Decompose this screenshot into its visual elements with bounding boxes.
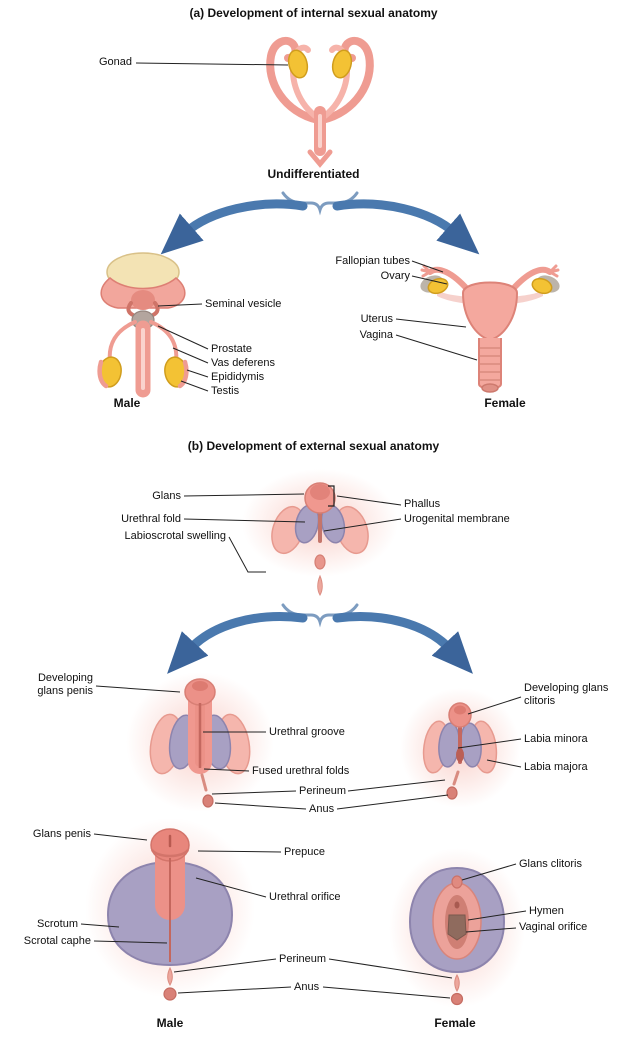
- label-epididymis: Epididymis: [211, 371, 265, 383]
- label-glans-clitoris: Glans clitoris: [519, 858, 582, 870]
- label-fused-urethral-folds: Fused urethral folds: [252, 765, 350, 777]
- divergence-arrows-external: [167, 603, 473, 674]
- ovary-left: [427, 277, 449, 295]
- fallopian-tube-right: [509, 266, 553, 293]
- label-anus-final: Anus: [294, 981, 320, 993]
- arrow-to-male-internal: [160, 199, 308, 255]
- label-prostate: Prostate: [211, 343, 252, 355]
- label-fallopian-tubes: Fallopian tubes: [335, 255, 410, 267]
- prepuce-ridge: [151, 849, 189, 858]
- anus-intermediate-male: [202, 794, 214, 808]
- phallus-bracket: [328, 485, 335, 507]
- label-scrotal-raphe: Scrotal caphe: [23, 935, 91, 947]
- leader-lines: [80, 62, 527, 999]
- anus-final-female: [450, 992, 464, 1006]
- ovary-right: [531, 277, 553, 295]
- undifferentiated-internal-illustration: [266, 36, 374, 168]
- label-vagina: Vagina: [359, 329, 393, 341]
- label-glans-penis: Glans penis: [32, 828, 91, 840]
- vas-deferens-right: [149, 320, 179, 364]
- label-gonad: Gonad: [98, 56, 132, 68]
- female-internal-illustration: [420, 264, 560, 393]
- hymen-shape: [447, 914, 467, 941]
- caption-male-external: Male: [156, 1016, 184, 1030]
- final-male-external-illustration: [85, 818, 255, 1001]
- label-prepuce: Prepuce: [284, 846, 325, 858]
- gonad-right: [331, 49, 353, 79]
- arrow-to-female-internal: [332, 199, 480, 255]
- divergence-arrows-internal: [160, 191, 480, 255]
- perineum-raphe: [200, 773, 208, 792]
- caption-undifferentiated: Undifferentiated: [267, 167, 360, 181]
- label-urethral-orifice: Urethral orifice: [269, 891, 341, 903]
- label-vas-deferens: Vas deferens: [211, 357, 276, 369]
- label-perineum-intermediate: Perineum: [299, 785, 347, 797]
- label-seminal-vesicle: Seminal vesicle: [205, 298, 282, 310]
- panel-b-title: (b) Development of external sexual anato…: [187, 439, 440, 453]
- label-scrotum: Scrotum: [37, 918, 78, 930]
- anus-intermediate-female: [446, 786, 458, 800]
- gonad-left: [287, 49, 309, 79]
- label-hymen: Hymen: [529, 905, 564, 917]
- anus-final-male: [163, 987, 177, 1001]
- label-perineum-final: Perineum: [279, 953, 327, 965]
- caption-male-internal: Male: [113, 396, 141, 410]
- panel-a-title: (a) Development of internal sexual anato…: [189, 6, 438, 20]
- label-ovary: Ovary: [380, 270, 410, 282]
- label-uterus: Uterus: [360, 313, 393, 325]
- label-testis: Testis: [211, 385, 240, 397]
- male-internal-illustration: [97, 252, 189, 398]
- epididymis-left: [97, 359, 109, 389]
- label-labioscrotal-swelling: Labioscrotal swelling: [124, 530, 227, 542]
- label-urethral-fold: Urethral fold: [121, 513, 181, 525]
- epididymis-right: [177, 359, 189, 389]
- caption-female-internal: Female: [484, 396, 526, 410]
- arrow-to-female-external: [332, 612, 473, 674]
- label-phallus: Phallus: [404, 498, 441, 510]
- intermediate-male-external-illustration: [126, 672, 274, 812]
- label-labia-minora: Labia minora: [524, 733, 588, 745]
- seminal-vesicles: [126, 301, 160, 317]
- label-developing-glans-clitoris: Developing glans clitoris: [524, 682, 609, 707]
- undifferentiated-external-illustration: [242, 469, 398, 596]
- fallopian-tube-left: [427, 266, 471, 293]
- label-glans: Glans: [152, 490, 181, 502]
- vas-deferens-left: [107, 320, 137, 364]
- caption-female-external: Female: [434, 1016, 476, 1030]
- glans-clitoris-shape: [451, 875, 463, 889]
- label-vaginal-orifice: Vaginal orifice: [519, 921, 588, 933]
- label-urethral-groove: Urethral groove: [269, 726, 345, 738]
- label-anus-intermediate: Anus: [309, 803, 335, 815]
- final-female-external-illustration: [389, 848, 525, 1008]
- label-urogenital-membrane: Urogenital membrane: [404, 513, 510, 525]
- label-labia-majora: Labia majora: [524, 761, 588, 773]
- uterus-body: [461, 281, 519, 342]
- arrow-to-male-external: [167, 612, 308, 674]
- label-developing-glans-penis: Developing glans penis: [37, 672, 93, 697]
